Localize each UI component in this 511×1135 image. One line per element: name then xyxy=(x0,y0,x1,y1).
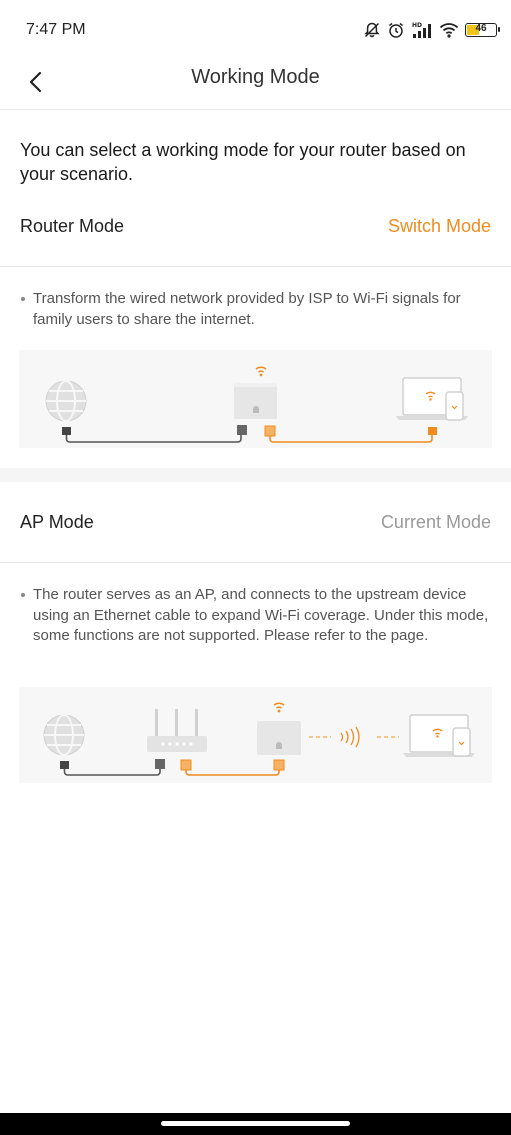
alarm-icon xyxy=(387,21,405,39)
back-button[interactable] xyxy=(18,64,54,100)
battery-tip xyxy=(498,27,500,32)
status-time: 7:47 PM xyxy=(26,21,86,38)
router-mode-label: Router Mode xyxy=(20,216,125,236)
wireless-link-icon xyxy=(309,726,399,748)
section-separator xyxy=(0,468,511,482)
status-bar: 7:47 PM HD 46 xyxy=(0,0,511,60)
svg-text:HD: HD xyxy=(412,22,422,29)
hd-signal-icon: HD xyxy=(411,21,433,39)
ap-mode-row: AP Mode Current Mode xyxy=(0,500,511,546)
ethernet-cable-orange xyxy=(264,425,437,443)
current-mode-label: Current Mode xyxy=(380,512,491,532)
battery-icon: 46 xyxy=(465,23,500,37)
ap-device-icon xyxy=(257,702,301,755)
nav-bar: Working Mode xyxy=(0,58,511,110)
ap-mode-label: AP Mode xyxy=(20,512,94,532)
divider xyxy=(0,266,511,267)
router-mode-description: Transform the wired network provided by … xyxy=(20,289,490,330)
battery-level: 46 xyxy=(475,23,487,34)
divider xyxy=(0,562,511,563)
intro-text: You can select a working mode for your r… xyxy=(20,140,466,184)
chevron-left-icon xyxy=(29,71,42,93)
bell-off-icon xyxy=(363,21,381,39)
ap-mode-diagram xyxy=(19,687,492,783)
ethernet-cable-orange xyxy=(180,759,285,776)
status-icons: HD 46 xyxy=(363,18,500,42)
wifi-icon xyxy=(439,21,459,39)
internet-globe-icon xyxy=(43,714,85,756)
system-navigation-bar xyxy=(0,1113,511,1135)
internet-globe-icon xyxy=(45,380,87,422)
home-indicator[interactable] xyxy=(161,1121,350,1126)
ap-mode-description: The router serves as an AP, and connects… xyxy=(20,585,490,647)
laptop-phone-icon xyxy=(396,377,468,421)
router-device-icon xyxy=(234,366,277,419)
router-mode-row: Router Mode Switch Mode xyxy=(0,204,511,250)
upstream-router-icon xyxy=(147,709,207,752)
switch-mode-button[interactable]: Switch Mode xyxy=(387,216,491,236)
router-mode-diagram xyxy=(19,350,492,448)
laptop-phone-icon xyxy=(403,714,475,757)
page-title: Working Mode xyxy=(191,66,320,88)
ethernet-cable-gray xyxy=(60,759,165,776)
ethernet-cable-gray xyxy=(62,425,247,443)
battery-fill xyxy=(467,25,479,35)
